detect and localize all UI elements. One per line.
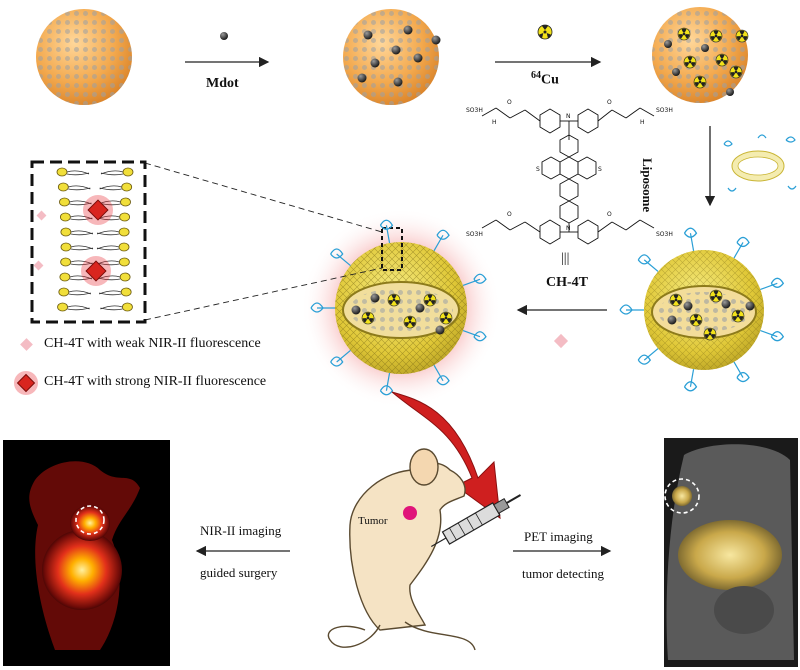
atom-o-4: O: [607, 211, 612, 218]
mdot-particle-icon: [220, 32, 228, 40]
equiv-symbol: |||: [561, 251, 569, 266]
ch4t-label: CH-4T: [546, 275, 588, 290]
mdot-particle: [672, 68, 680, 76]
atom-n-top: N: [566, 113, 571, 120]
syringe-icon: [430, 494, 521, 548]
radioactive-mark: [439, 311, 453, 325]
cu-labeled-sphere: [652, 7, 749, 103]
mdot-particle: [726, 88, 734, 96]
weak-dye-diamond: [553, 333, 569, 349]
mdot-particle: [415, 303, 425, 313]
tumor-label: Tumor: [358, 515, 388, 527]
so3h-top-left: SO3H: [466, 107, 483, 114]
nir-fluorescence-image: [3, 440, 170, 666]
legend-strong-diamond: [14, 371, 38, 395]
atom-o-1: O: [507, 99, 512, 106]
mdot-particle: [435, 325, 445, 335]
radioactive-mark: [423, 293, 437, 307]
legend-strong-text: CH-4T with strong NIR-II fluorescence: [44, 374, 267, 389]
so3h-bottom-right: SO3H: [656, 231, 673, 238]
mdot-particle: [664, 40, 672, 48]
radioactive-mark: [709, 289, 723, 303]
zoom-line-bottom: [144, 267, 383, 321]
so3h-top-right: SO3H: [656, 107, 673, 114]
zoom-box-small: [381, 227, 403, 271]
mdot-particle: [745, 301, 755, 311]
liposome-nanoparticle-center: [335, 227, 467, 374]
mdot-label: Mdot: [206, 76, 239, 91]
so3h-bottom-left: SO3H: [466, 231, 483, 238]
pegylated-tails-center: [310, 219, 487, 396]
mdot-sphere-loaded: [343, 9, 441, 105]
atom-o-3: O: [507, 211, 512, 218]
cu-symbol: Cu: [541, 72, 559, 88]
pet-caption-1: PET imaging: [524, 529, 593, 544]
liposome-label: Liposome: [640, 158, 655, 213]
cu-label: 64Cu: [531, 70, 559, 89]
legend-weak-text: CH-4T with weak NIR-II fluorescence: [44, 336, 261, 351]
radioactive-mark: [387, 293, 401, 307]
atom-s-left: S: [536, 166, 540, 173]
radioactive-mark: [403, 315, 417, 329]
ch4t-molecule: [481, 107, 655, 245]
bilayer-inset: [30, 160, 147, 324]
radioactive-mark: [729, 65, 743, 79]
mdot-particle: [701, 44, 709, 52]
radioactive-mark: [715, 53, 729, 67]
weak-dye-inset-1: [36, 210, 47, 221]
radioactive-mark: [361, 311, 375, 325]
strong-dye-diamond-2: [81, 256, 111, 286]
liposome-nanoparticle-right: [644, 250, 764, 370]
liposome-icon: [723, 134, 797, 192]
radioactive-mark: [703, 327, 717, 341]
nir-caption-2: guided surgery: [200, 565, 278, 580]
radioactive-mark: [677, 27, 691, 41]
mdot-particle: [683, 301, 693, 311]
pet-caption-2: tumor detecting: [522, 566, 604, 581]
red-arrow: [391, 391, 501, 520]
atom-n-bottom: N: [566, 225, 571, 232]
radioactive-mark: [731, 309, 745, 323]
tumor-dot: [403, 506, 417, 520]
radioactive-icon: [537, 24, 553, 40]
atom-o-2: O: [607, 99, 612, 106]
atom-s-right: S: [598, 166, 602, 173]
cu-superscript: 64: [531, 70, 541, 81]
nir-caption-1: NIR-II imaging: [200, 523, 282, 538]
radioactive-mark: [669, 293, 683, 307]
pet-ct-image: [664, 438, 798, 667]
legend-weak-diamond: [20, 338, 33, 351]
mouse-illustration: [327, 448, 476, 651]
radioactive-mark: [683, 55, 697, 69]
mdot-particle: [721, 299, 731, 309]
atom-h-2: H: [640, 119, 645, 126]
mdot-particle: [667, 315, 677, 325]
strong-dye-diamond-1: [83, 195, 113, 225]
atom-h-1: H: [492, 119, 497, 126]
zoom-line-top: [144, 162, 383, 233]
radioactive-mark: [693, 75, 707, 89]
mdot-particle: [351, 305, 361, 315]
radioactive-mark: [709, 29, 723, 43]
radioactive-mark: [735, 29, 749, 43]
radioactive-mark: [689, 313, 703, 327]
mdot-sphere-plain: [36, 9, 132, 105]
pegylated-tails-right: [619, 227, 785, 392]
mdot-particle: [370, 293, 380, 303]
